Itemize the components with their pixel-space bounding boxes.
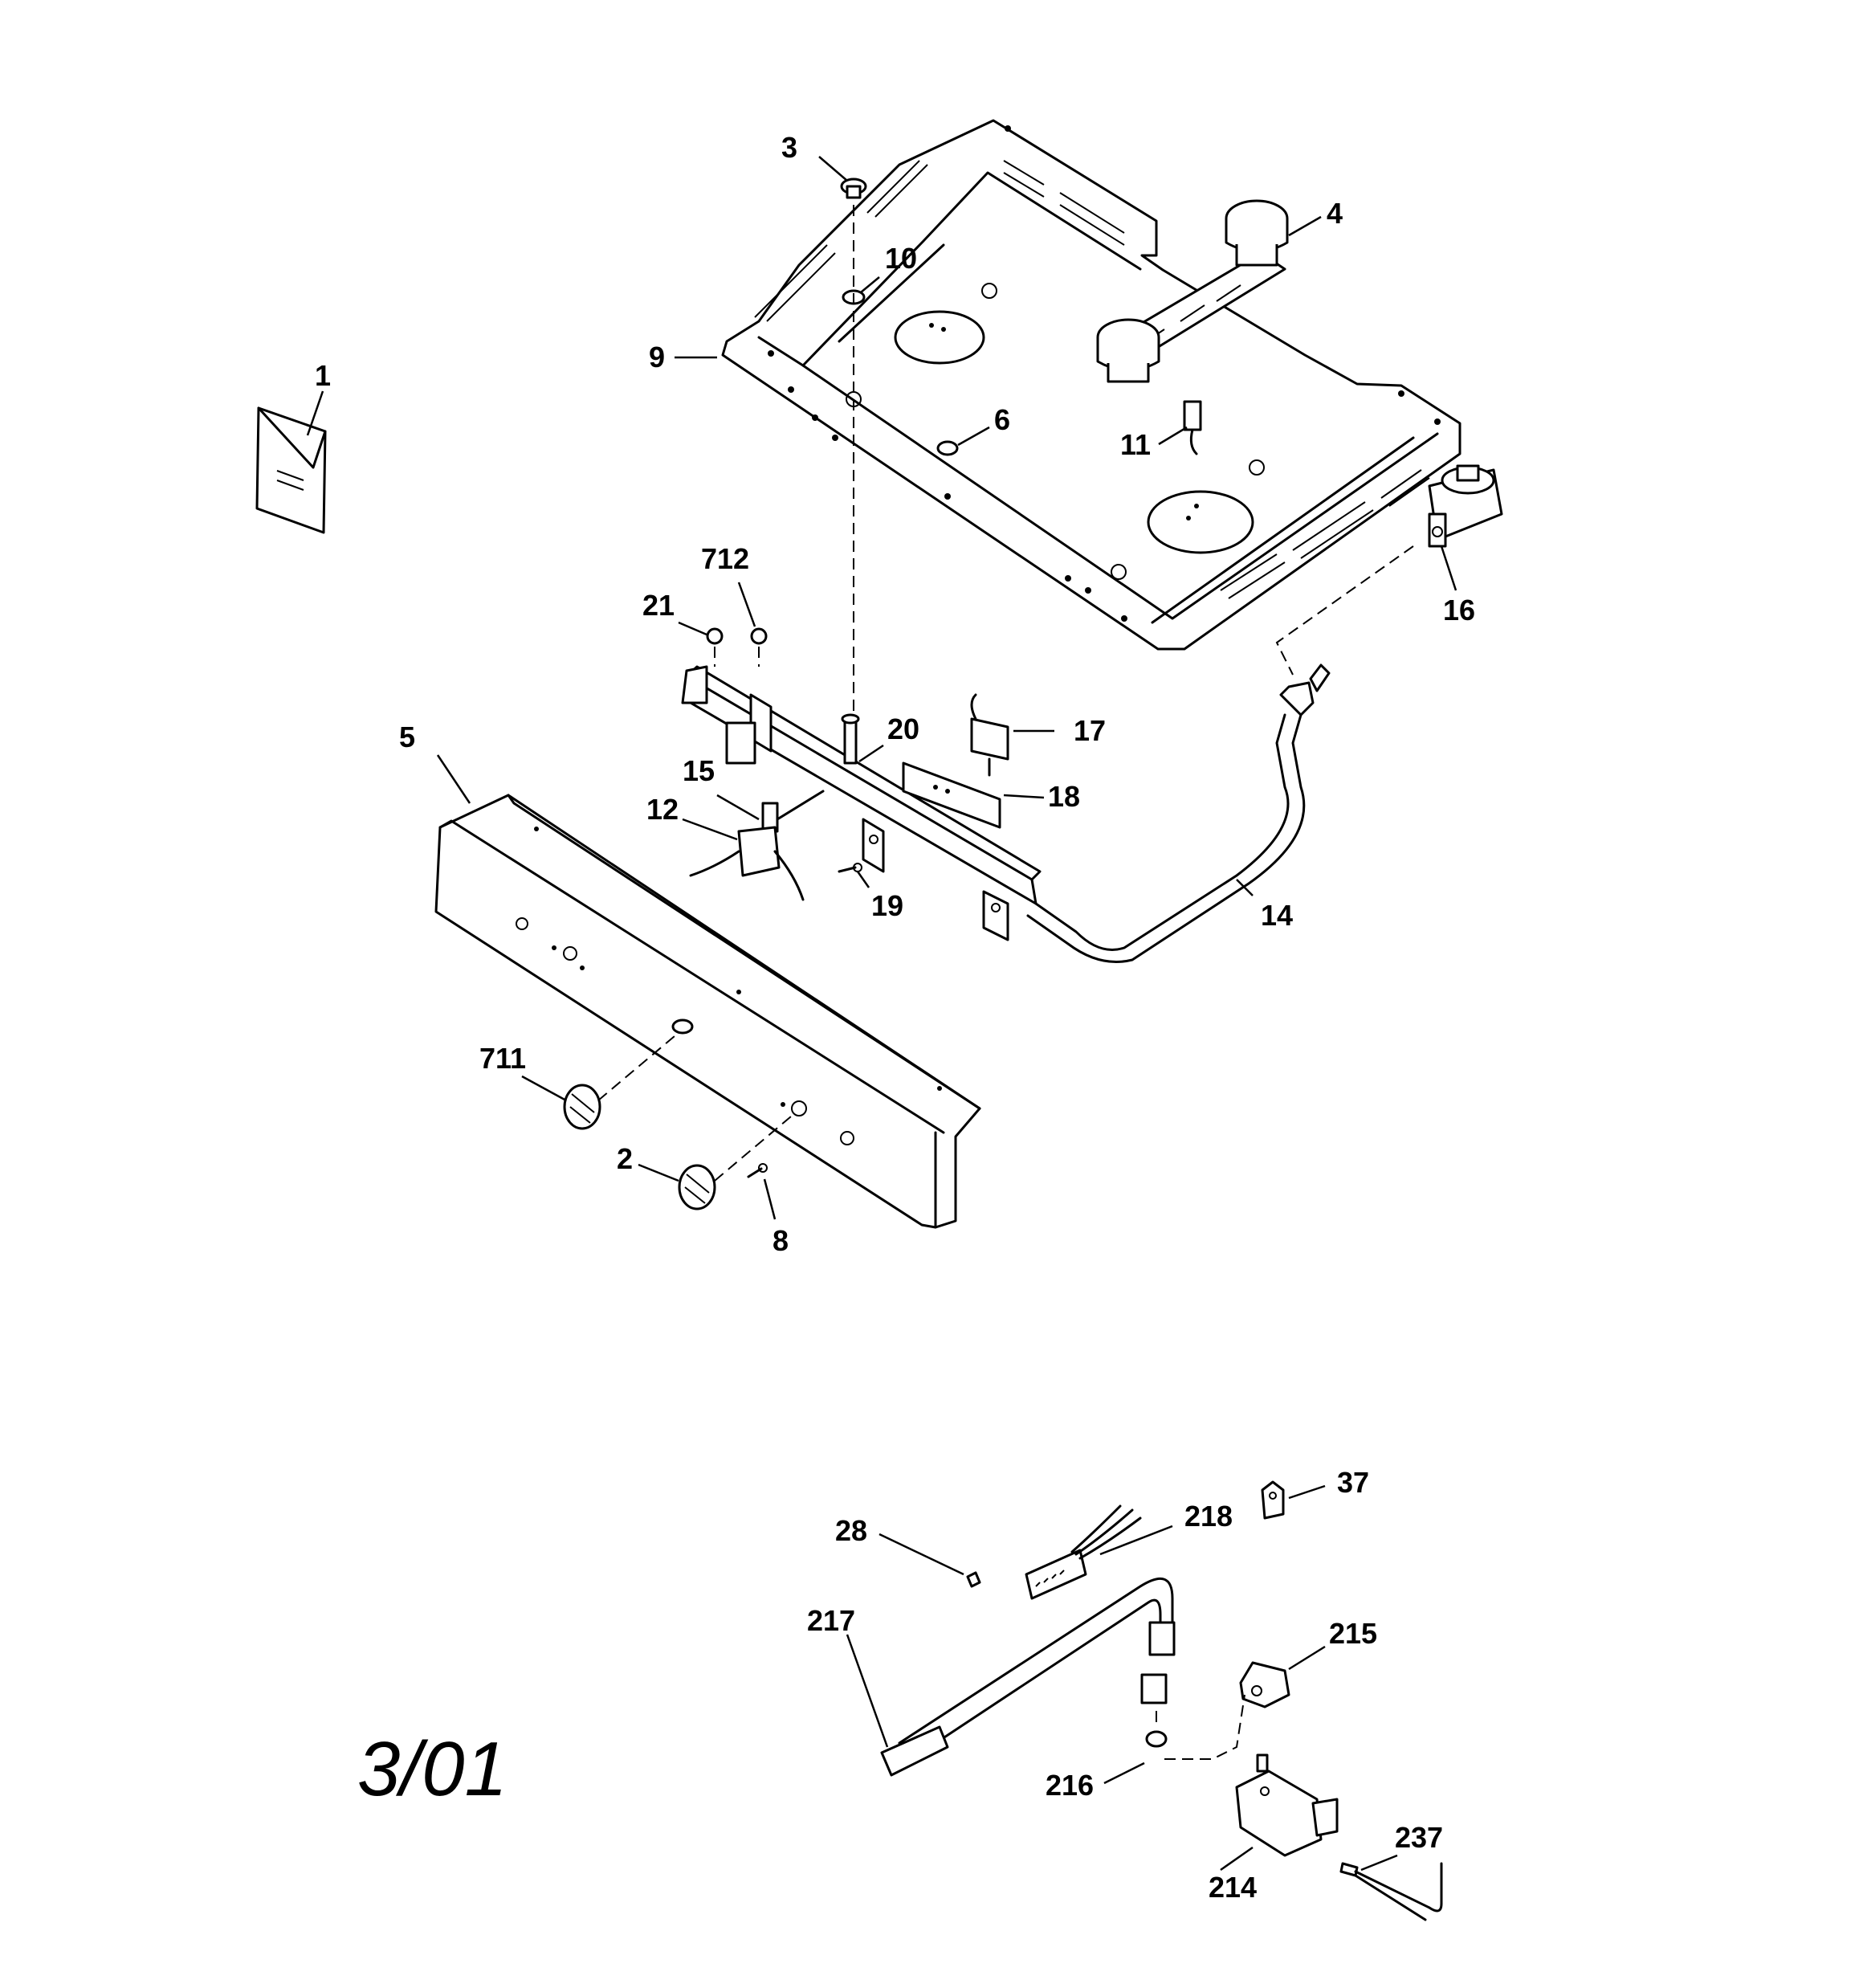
callout-19: 19	[871, 889, 903, 922]
callout-labels: 1 3 4 10 9 6 11 16 712 21 5 20 17 15 12 …	[315, 131, 1475, 1904]
callout-3: 3	[781, 131, 797, 164]
callout-214: 214	[1209, 1871, 1257, 1904]
part-21-screw	[706, 627, 724, 645]
part-15-valve	[761, 790, 825, 833]
part-711-knob	[563, 1084, 601, 1130]
callout-8: 8	[773, 1224, 789, 1257]
part-11-igniter	[1183, 400, 1202, 455]
callout-15: 15	[683, 754, 715, 787]
callout-2: 2	[617, 1142, 633, 1175]
part-14-manifold-pipe	[1026, 663, 1331, 963]
part-214-orifice-holder	[1235, 1753, 1339, 1857]
callout-712: 712	[701, 542, 749, 575]
callout-17: 17	[1074, 714, 1106, 747]
part-9-burner-box	[721, 119, 1461, 651]
callout-218: 218	[1184, 1500, 1233, 1533]
part-20-stud	[841, 713, 860, 765]
part-4-burner-valves	[1096, 199, 1289, 383]
callout-6: 6	[994, 403, 1010, 436]
callout-12: 12	[646, 793, 679, 826]
part-16-regulator	[1428, 464, 1503, 548]
callout-237: 237	[1395, 1821, 1443, 1854]
part-218-igniter	[1025, 1504, 1142, 1600]
callout-20: 20	[887, 712, 919, 745]
callout-11: 11	[1120, 428, 1151, 461]
part-12-switch	[689, 826, 805, 901]
part-712-screw	[750, 627, 768, 645]
part-37-bracket	[1261, 1480, 1285, 1520]
part-28-clip	[966, 1571, 981, 1588]
callout-216: 216	[1046, 1769, 1094, 1802]
callout-18: 18	[1048, 780, 1080, 813]
callout-9: 9	[649, 341, 665, 374]
callout-215: 215	[1329, 1617, 1377, 1650]
part-1-envelope	[255, 406, 327, 534]
part-216-nut-and-sleeve	[1140, 1673, 1168, 1748]
callout-4: 4	[1327, 197, 1343, 230]
callout-5: 5	[399, 720, 415, 753]
date-mark: 3/01	[357, 1726, 508, 1812]
part-215-bracket	[1239, 1661, 1290, 1708]
callout-217: 217	[807, 1604, 855, 1637]
leader-lines	[306, 156, 1457, 1872]
part-18-plate	[902, 761, 1001, 829]
part-manifold-bar	[681, 665, 1042, 941]
callout-10: 10	[885, 242, 917, 275]
callout-16: 16	[1443, 594, 1475, 627]
part-237-tube	[1339, 1862, 1443, 1921]
callout-21: 21	[642, 589, 675, 622]
part-17-switch	[970, 693, 1009, 777]
part-6-screw	[936, 440, 959, 456]
callout-711: 711	[479, 1042, 526, 1075]
part-8-screw	[747, 1163, 768, 1178]
part-5-control-panel	[434, 794, 981, 1229]
callout-1: 1	[315, 359, 331, 392]
part-2-knob	[678, 1164, 716, 1210]
callout-37: 37	[1337, 1466, 1369, 1499]
part-3-screw	[840, 178, 867, 199]
callout-14: 14	[1261, 899, 1293, 932]
part-217-burner-tube	[880, 1578, 1176, 1777]
callout-28: 28	[835, 1514, 867, 1547]
alignment-lines	[597, 205, 1414, 1760]
part-19-screw	[838, 863, 862, 873]
